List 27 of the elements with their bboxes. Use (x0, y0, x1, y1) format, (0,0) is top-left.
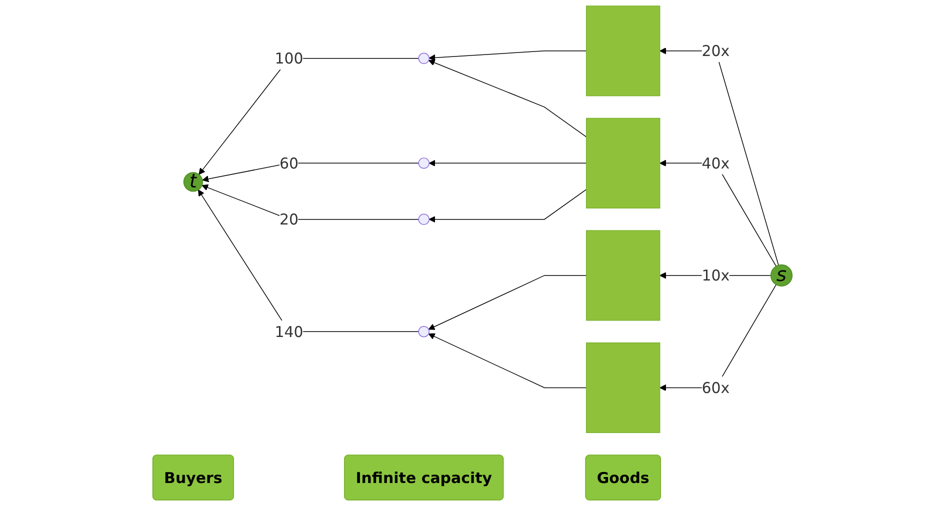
edge-label: 10x (702, 266, 730, 284)
node-box (586, 342, 660, 434)
edge-label: 100 (274, 49, 304, 68)
arrow (428, 160, 587, 166)
node-circle: s (770, 264, 793, 287)
edge-label: 40x (702, 154, 730, 172)
node-circle (418, 326, 430, 338)
node-box (586, 118, 660, 208)
edge-label: 60x (702, 378, 730, 397)
arrow (428, 333, 587, 388)
node-box (586, 6, 660, 96)
node-circle (418, 214, 430, 225)
arrow (428, 50, 587, 61)
arrow (428, 189, 587, 223)
arrow (428, 275, 587, 330)
node-circle (418, 52, 430, 64)
edge-label: 20 (279, 210, 299, 228)
arrow (202, 162, 419, 182)
edge-label: 140 (274, 322, 304, 341)
arrow (198, 58, 419, 175)
arrow (198, 190, 419, 332)
arrow (428, 60, 587, 138)
edge-label: 60 (279, 154, 299, 172)
node-box (586, 230, 660, 321)
edge-label: 20x (702, 42, 730, 60)
arrow (202, 184, 419, 220)
node-circle (418, 158, 430, 169)
